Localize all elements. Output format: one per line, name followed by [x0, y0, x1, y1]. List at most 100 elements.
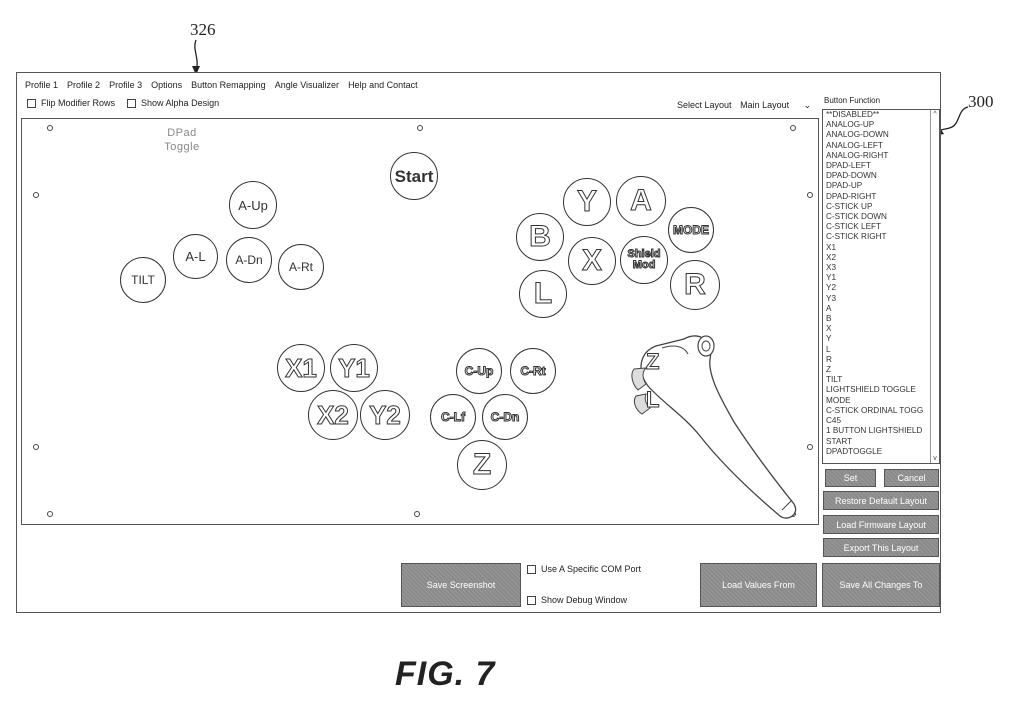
restore-default-label: Restore Default Layout — [834, 495, 928, 506]
function-list-item[interactable]: X2 — [826, 252, 837, 262]
x-button[interactable]: X — [568, 237, 616, 285]
scroll-up-icon[interactable]: ^ — [933, 111, 937, 118]
function-list-item[interactable]: START — [826, 436, 853, 446]
start-button[interactable]: Start — [390, 152, 438, 200]
function-list-item[interactable]: Y — [826, 334, 832, 344]
save-all-changes-button[interactable]: Save All Changes To — [822, 563, 940, 607]
function-list-item[interactable]: ANALOG-UP — [826, 120, 875, 130]
function-list-item[interactable]: DPAD-RIGHT — [826, 191, 877, 201]
c-up-button[interactable]: C-Up — [456, 348, 502, 394]
c-right-button[interactable]: C-Rt — [510, 348, 556, 394]
c-up-label: C-Up — [464, 364, 494, 378]
menu-angle-visualizer[interactable]: Angle Visualizer — [274, 80, 340, 90]
nunchuk-l-label[interactable]: L — [645, 387, 660, 413]
a-down-label: A-Dn — [235, 253, 263, 267]
cancel-button[interactable]: Cancel — [884, 469, 939, 487]
mount-hole-dot — [47, 125, 53, 131]
use-com-port-checkbox[interactable] — [527, 564, 536, 574]
show-alpha-design-checkbox[interactable] — [127, 98, 137, 108]
z-button[interactable]: Z — [457, 440, 507, 490]
c-down-button[interactable]: C-Dn — [482, 394, 528, 440]
menu-profile-3[interactable]: Profile 3 — [109, 80, 143, 90]
function-list-item[interactable]: Y3 — [826, 293, 837, 303]
function-list-item[interactable]: A — [826, 303, 832, 313]
mode-button[interactable]: MODE — [668, 207, 714, 253]
menu-button-remapping[interactable]: Button Remapping — [191, 80, 266, 90]
set-button[interactable]: Set — [825, 469, 876, 487]
list-scrollbar[interactable]: ^ v — [930, 110, 939, 463]
function-list-item[interactable]: C45 — [826, 416, 842, 426]
function-list-item[interactable]: DPAD-DOWN — [826, 171, 877, 181]
x1-label: X1 — [285, 353, 318, 383]
restore-default-layout-button[interactable]: Restore Default Layout — [823, 491, 939, 510]
c-left-button[interactable]: C-Lf — [430, 394, 476, 440]
figure-caption: FIG. 7 — [395, 655, 496, 693]
y2-label: Y2 — [369, 400, 402, 430]
menu-profile-1[interactable]: Profile 1 — [25, 80, 59, 90]
menu-help-and-contact[interactable]: Help and Contact — [348, 80, 418, 90]
a-right-button[interactable]: A-Rt — [278, 244, 324, 290]
x2-label: X2 — [317, 400, 350, 430]
y2-button[interactable]: Y2 — [360, 390, 410, 440]
function-list-item[interactable]: TILT — [826, 375, 843, 385]
function-list-item[interactable]: L — [826, 344, 831, 354]
function-list-item[interactable]: DPADTOGGLE — [826, 446, 883, 456]
menu-options[interactable]: Options — [151, 80, 183, 90]
menu-bar: Profile 1 Profile 2 Profile 3 Options Bu… — [25, 80, 427, 90]
function-list-item[interactable]: C-STICK ORDINAL TOGG — [826, 405, 924, 415]
function-list-item[interactable]: ANALOG-RIGHT — [826, 150, 889, 160]
r-label: R — [684, 268, 707, 301]
mount-hole-dot — [33, 444, 39, 450]
function-list-item[interactable]: R — [826, 354, 832, 364]
function-list-item[interactable]: C-STICK DOWN — [826, 212, 887, 222]
layout-selector[interactable]: Select Layout Main Layout ⌄ — [677, 100, 811, 111]
scroll-down-icon[interactable]: v — [933, 455, 937, 462]
chevron-down-icon[interactable]: ⌄ — [803, 100, 812, 110]
menu-profile-2[interactable]: Profile 2 — [67, 80, 101, 90]
x1-button[interactable]: X1 — [277, 344, 325, 392]
l-button[interactable]: L — [519, 270, 567, 318]
function-list-item[interactable]: C-STICK LEFT — [826, 222, 882, 232]
show-debug-checkbox[interactable] — [527, 595, 536, 605]
leader-arrow-326 — [192, 39, 200, 75]
shield-mod-button[interactable]: Shield Mod — [620, 236, 668, 284]
flip-modifier-rows-checkbox[interactable] — [27, 98, 36, 108]
function-list-item[interactable]: Y1 — [826, 273, 837, 283]
y1-button[interactable]: Y1 — [330, 344, 378, 392]
function-list-item[interactable]: B — [826, 314, 832, 324]
function-list-item[interactable]: ANALOG-DOWN — [826, 130, 889, 140]
function-list-item[interactable]: MODE — [826, 395, 851, 405]
function-list-item[interactable]: X3 — [826, 263, 837, 273]
load-values-from-button[interactable]: Load Values From — [700, 563, 817, 607]
a-up-button[interactable]: A-Up — [229, 181, 277, 229]
function-list-item[interactable]: C-STICK RIGHT — [826, 232, 887, 242]
load-firmware-layout-button[interactable]: Load Firmware Layout — [823, 515, 939, 534]
nunchuk-z-label[interactable]: Z — [645, 349, 660, 375]
function-list-item[interactable]: X1 — [826, 242, 837, 252]
function-list-item[interactable]: DPAD-LEFT — [826, 161, 871, 171]
function-list-item[interactable]: **DISABLED** — [826, 110, 880, 119]
tilt-button[interactable]: TILT — [120, 257, 166, 303]
b-button[interactable]: B — [516, 213, 564, 261]
r-button[interactable]: R — [670, 260, 720, 310]
export-layout-button[interactable]: Export This Layout — [823, 538, 939, 557]
a-button[interactable]: A — [616, 176, 666, 226]
a-left-button[interactable]: A-L — [173, 234, 218, 279]
function-list-item[interactable]: ANALOG-LEFT — [826, 140, 883, 150]
function-list-item[interactable]: 1 BUTTON LIGHTSHIELD — [826, 426, 923, 436]
layout-value: Main Layout — [740, 100, 790, 110]
function-list-item[interactable]: C-STICK UP — [826, 201, 873, 211]
dpad-toggle-label[interactable]: DPad Toggle — [164, 127, 200, 153]
mount-hole-dot — [414, 511, 420, 517]
a-down-button[interactable]: A-Dn — [226, 237, 272, 283]
function-list-item[interactable]: DPAD-UP — [826, 181, 863, 191]
function-list-item[interactable]: X — [826, 324, 832, 334]
function-list-item[interactable]: Z — [826, 365, 832, 375]
y-button[interactable]: Y — [563, 178, 611, 226]
save-screenshot-button[interactable]: Save Screenshot — [401, 563, 521, 607]
function-list-item[interactable]: Y2 — [826, 283, 837, 293]
x2-button[interactable]: X2 — [308, 390, 358, 440]
function-list-item[interactable]: LIGHTSHIELD TOGGLE — [826, 385, 916, 395]
